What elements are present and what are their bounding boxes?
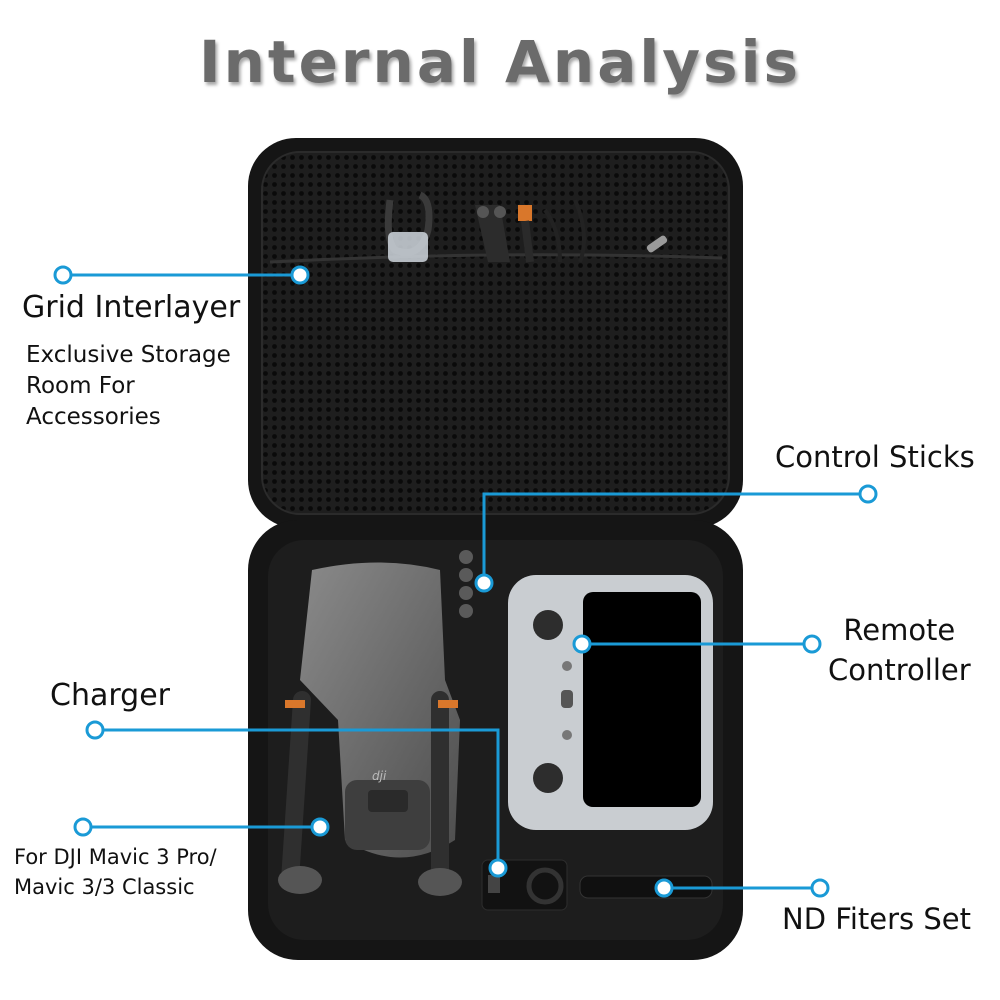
drone: dji [278, 562, 462, 896]
label-drone-compatibility: For DJI Mavic 3 Pro/ Mavic 3/3 Classic [14, 842, 217, 902]
desc-grid-interlayer: Exclusive Storage Room For Accessories [26, 340, 231, 433]
label-line: Remote [843, 613, 956, 647]
desc-line: Accessories [26, 404, 161, 430]
control-sticks-slots [459, 550, 473, 618]
drone-logo: dji [372, 769, 387, 783]
label-grid-interlayer: Grid Interlayer [22, 290, 241, 325]
label-remote-controller: Remote Controller [828, 610, 971, 690]
remote-controller [508, 575, 713, 830]
label-nd-filters: ND Fiters Set [782, 902, 971, 936]
desc-line: Exclusive Storage [26, 342, 231, 368]
label-charger: Charger [50, 678, 170, 713]
callout-lines [63, 273, 868, 890]
label-line: Controller [828, 653, 971, 687]
accessory-cables [384, 191, 586, 263]
label-control-sticks: Control Sticks [775, 440, 975, 474]
callout-dots [53, 265, 878, 898]
desc-line: Room For [26, 373, 135, 399]
case-lid [248, 138, 743, 528]
page-title: Internal Analysis [199, 28, 801, 96]
label-line: For DJI Mavic 3 Pro/ [14, 845, 217, 869]
label-line: Mavic 3/3 Classic [14, 875, 195, 899]
